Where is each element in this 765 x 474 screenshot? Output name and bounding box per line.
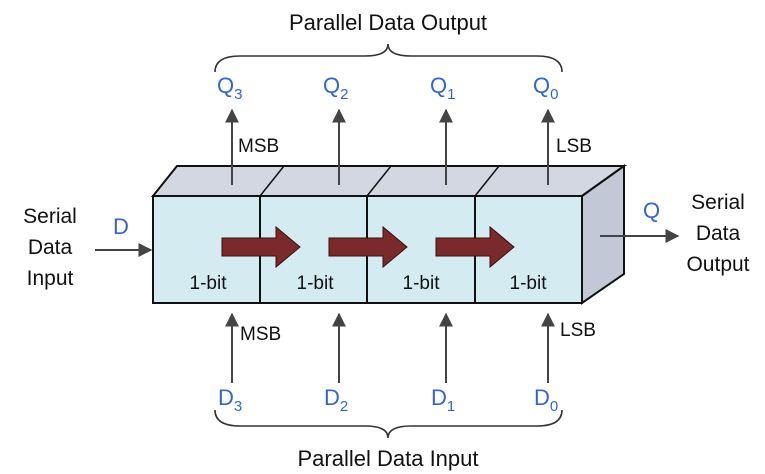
serial-input-line3: Input (27, 267, 74, 290)
cell-label-1: 1-bit (403, 273, 441, 294)
cell-label-3: 1-bit (190, 273, 228, 294)
output-label-q3: Q3 (217, 73, 242, 103)
input-label-d1: D1 (431, 385, 455, 415)
shift-arrow-icon (435, 225, 515, 269)
serial-input-line1: Serial (23, 205, 77, 228)
top-msb-label: MSB (238, 136, 279, 157)
top-lsb-label: LSB (556, 136, 592, 157)
parallel-input-title: Parallel Data Input (298, 446, 479, 471)
cell-label-0: 1-bit (510, 273, 548, 294)
shift-arrow-icon (221, 225, 301, 269)
serial-input-pin-label: D (113, 214, 129, 239)
input-label-d2: D2 (324, 385, 348, 415)
bottom-lsb-label: LSB (560, 320, 596, 341)
input-label-d3: D3 (218, 385, 242, 415)
serial-output-line1: Serial (691, 191, 745, 214)
serial-input-line2: Data (28, 236, 73, 259)
bottom-msb-label: MSB (240, 324, 281, 345)
input-brace (214, 409, 563, 439)
output-brace (214, 43, 563, 73)
serial-output-pin-label: Q (643, 198, 660, 223)
input-label-d0: D0 (534, 385, 558, 415)
output-label-q0: Q0 (533, 73, 558, 103)
parallel-output-title: Parallel Data Output (289, 10, 487, 35)
output-label-q1: Q1 (430, 73, 455, 103)
register-top-face (150, 165, 628, 197)
serial-output-line2: Data (696, 222, 741, 245)
shift-arrow-icon (328, 225, 408, 269)
cell-label-2: 1-bit (297, 273, 335, 294)
output-label-q2: Q2 (323, 73, 348, 103)
serial-output-line3: Output (686, 253, 749, 276)
